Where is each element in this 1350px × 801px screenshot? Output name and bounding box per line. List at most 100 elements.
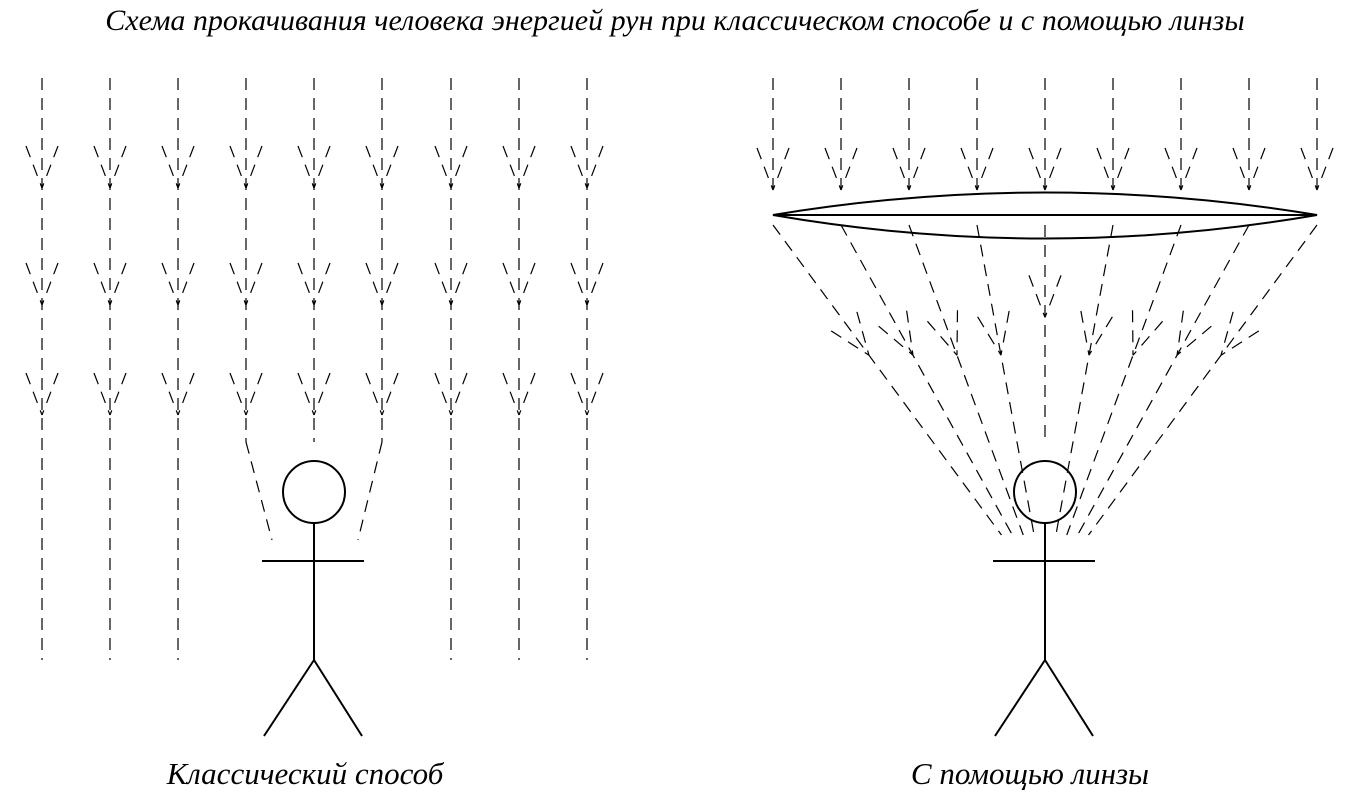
stream-arrowhead — [434, 372, 468, 416]
incoming-stream-1 — [756, 78, 790, 195]
arrowhead-wing-right — [381, 145, 399, 189]
arrowhead-wing-right — [1180, 147, 1198, 191]
stream-arrowhead — [570, 145, 604, 189]
arrowhead-wing-right — [450, 262, 468, 306]
arrowhead-wing-left — [1028, 275, 1046, 318]
stream-arrowhead — [365, 145, 399, 189]
focused-ray-arrowhead — [1080, 310, 1113, 356]
focused-ray-2 — [840, 224, 1013, 536]
stream-arrowhead — [93, 262, 127, 306]
arrowhead-wing-right — [1248, 147, 1266, 191]
lens-method-caption: С помощью линзы — [911, 756, 1149, 791]
focused-ray-line — [1066, 224, 1182, 536]
arrowhead-wing-right — [245, 262, 263, 306]
arrowhead-wing-left — [1176, 310, 1184, 356]
focused-ray-1 — [772, 224, 1002, 536]
arrowhead-wing-left — [93, 372, 111, 416]
stream-arrowhead — [161, 262, 195, 306]
arrowhead-wing-left — [1096, 147, 1114, 191]
arrowhead-wing-right — [586, 145, 604, 189]
arrowhead-wing-right — [976, 147, 994, 191]
figure-head — [1013, 460, 1077, 524]
incoming-arrowhead — [1300, 147, 1334, 191]
arrowhead-wing-right — [245, 145, 263, 189]
arrowhead-wing-left — [960, 147, 978, 191]
arrowhead-wing-left — [1300, 147, 1318, 191]
arrowhead-wing-left — [1232, 147, 1250, 191]
focused-ray-line — [772, 224, 1002, 536]
person-figure-lens — [993, 460, 1095, 737]
arrowhead-wing-right — [313, 372, 331, 416]
stream-arrowhead — [93, 372, 127, 416]
focused-ray-arrowhead — [830, 311, 870, 356]
stream-arrowhead — [161, 372, 195, 416]
arrowhead-wing-right — [906, 310, 914, 356]
arrowhead-wing-right — [313, 262, 331, 306]
arrowhead-wing-left — [161, 262, 179, 306]
energy-stream-8 — [502, 78, 536, 660]
incoming-arrowhead — [960, 147, 994, 191]
incoming-arrowhead — [824, 147, 858, 191]
arrowhead-wing-left — [824, 147, 842, 191]
incoming-stream-6 — [1096, 78, 1130, 195]
stream-arrowhead — [502, 262, 536, 306]
arrowhead-wing-left — [570, 145, 588, 189]
stream-arrowhead — [229, 262, 263, 306]
focused-ray-8 — [1077, 224, 1250, 536]
stream-arrowhead — [365, 262, 399, 306]
energy-stream-9 — [570, 78, 604, 660]
arrowhead-wing-left — [892, 147, 910, 191]
focused-ray-arrowhead — [977, 310, 1010, 356]
lens-method-panel: С помощью линзы — [756, 78, 1334, 791]
stream-arrowhead — [502, 145, 536, 189]
arrowhead-wing-left — [161, 145, 179, 189]
figure-right-leg — [313, 659, 363, 737]
arrowhead-wing-right — [245, 372, 263, 416]
diagram-title: Схема прокачивания человека энергией рун… — [105, 4, 1244, 37]
arrowhead-wing-right — [1220, 330, 1260, 356]
arrowhead-wing-right — [518, 145, 536, 189]
focused-ray-arrowhead — [1220, 311, 1260, 356]
arrowhead-wing-left — [365, 262, 383, 306]
arrowhead-wing-left — [25, 372, 43, 416]
incoming-stream-9 — [1300, 78, 1334, 195]
arrowhead-wing-left — [229, 145, 247, 189]
arrowhead-wing-right — [1044, 275, 1062, 318]
focused-ray-line — [1055, 224, 1114, 536]
arrowhead-wing-left — [1220, 311, 1234, 356]
focused-ray-3 — [908, 224, 1024, 536]
arrowhead-wing-left — [502, 262, 520, 306]
lens-incoming-streams — [756, 78, 1334, 195]
arrowhead-wing-left — [297, 262, 315, 306]
incoming-stream-4 — [960, 78, 994, 195]
arrowhead-wing-left — [878, 325, 914, 356]
focused-ray-6 — [1055, 224, 1114, 536]
arrowhead-wing-left — [756, 147, 774, 191]
arrowhead-wing-left — [977, 316, 1002, 356]
focused-ray-arrowhead — [1176, 310, 1212, 356]
energy-stream-6 — [365, 78, 399, 442]
classic-energy-streams — [25, 78, 604, 660]
arrowhead-wing-right — [1132, 320, 1164, 356]
stream-arrowhead — [434, 145, 468, 189]
focused-ray-arrowhead — [1028, 275, 1062, 318]
lens-outline — [772, 191, 1318, 240]
incoming-stream-5 — [1028, 78, 1062, 195]
figure-head — [282, 460, 346, 524]
incoming-arrowhead — [756, 147, 790, 191]
arrowhead-wing-right — [41, 372, 59, 416]
figure-right-leg — [1044, 659, 1094, 737]
arrowhead-wing-left — [25, 262, 43, 306]
arrowhead-wing-left — [229, 372, 247, 416]
arrowhead-wing-right — [313, 145, 331, 189]
arrowhead-wing-right — [1176, 325, 1212, 356]
arrowhead-wing-right — [450, 372, 468, 416]
arrowhead-wing-right — [772, 147, 790, 191]
arrowhead-wing-right — [381, 372, 399, 416]
arrowhead-wing-left — [926, 320, 958, 356]
focused-ray-9 — [1088, 224, 1318, 536]
incoming-stream-2 — [824, 78, 858, 195]
arrowhead-wing-left — [830, 330, 870, 356]
energy-stream-5 — [297, 78, 331, 442]
arrowhead-wing-right — [586, 262, 604, 306]
